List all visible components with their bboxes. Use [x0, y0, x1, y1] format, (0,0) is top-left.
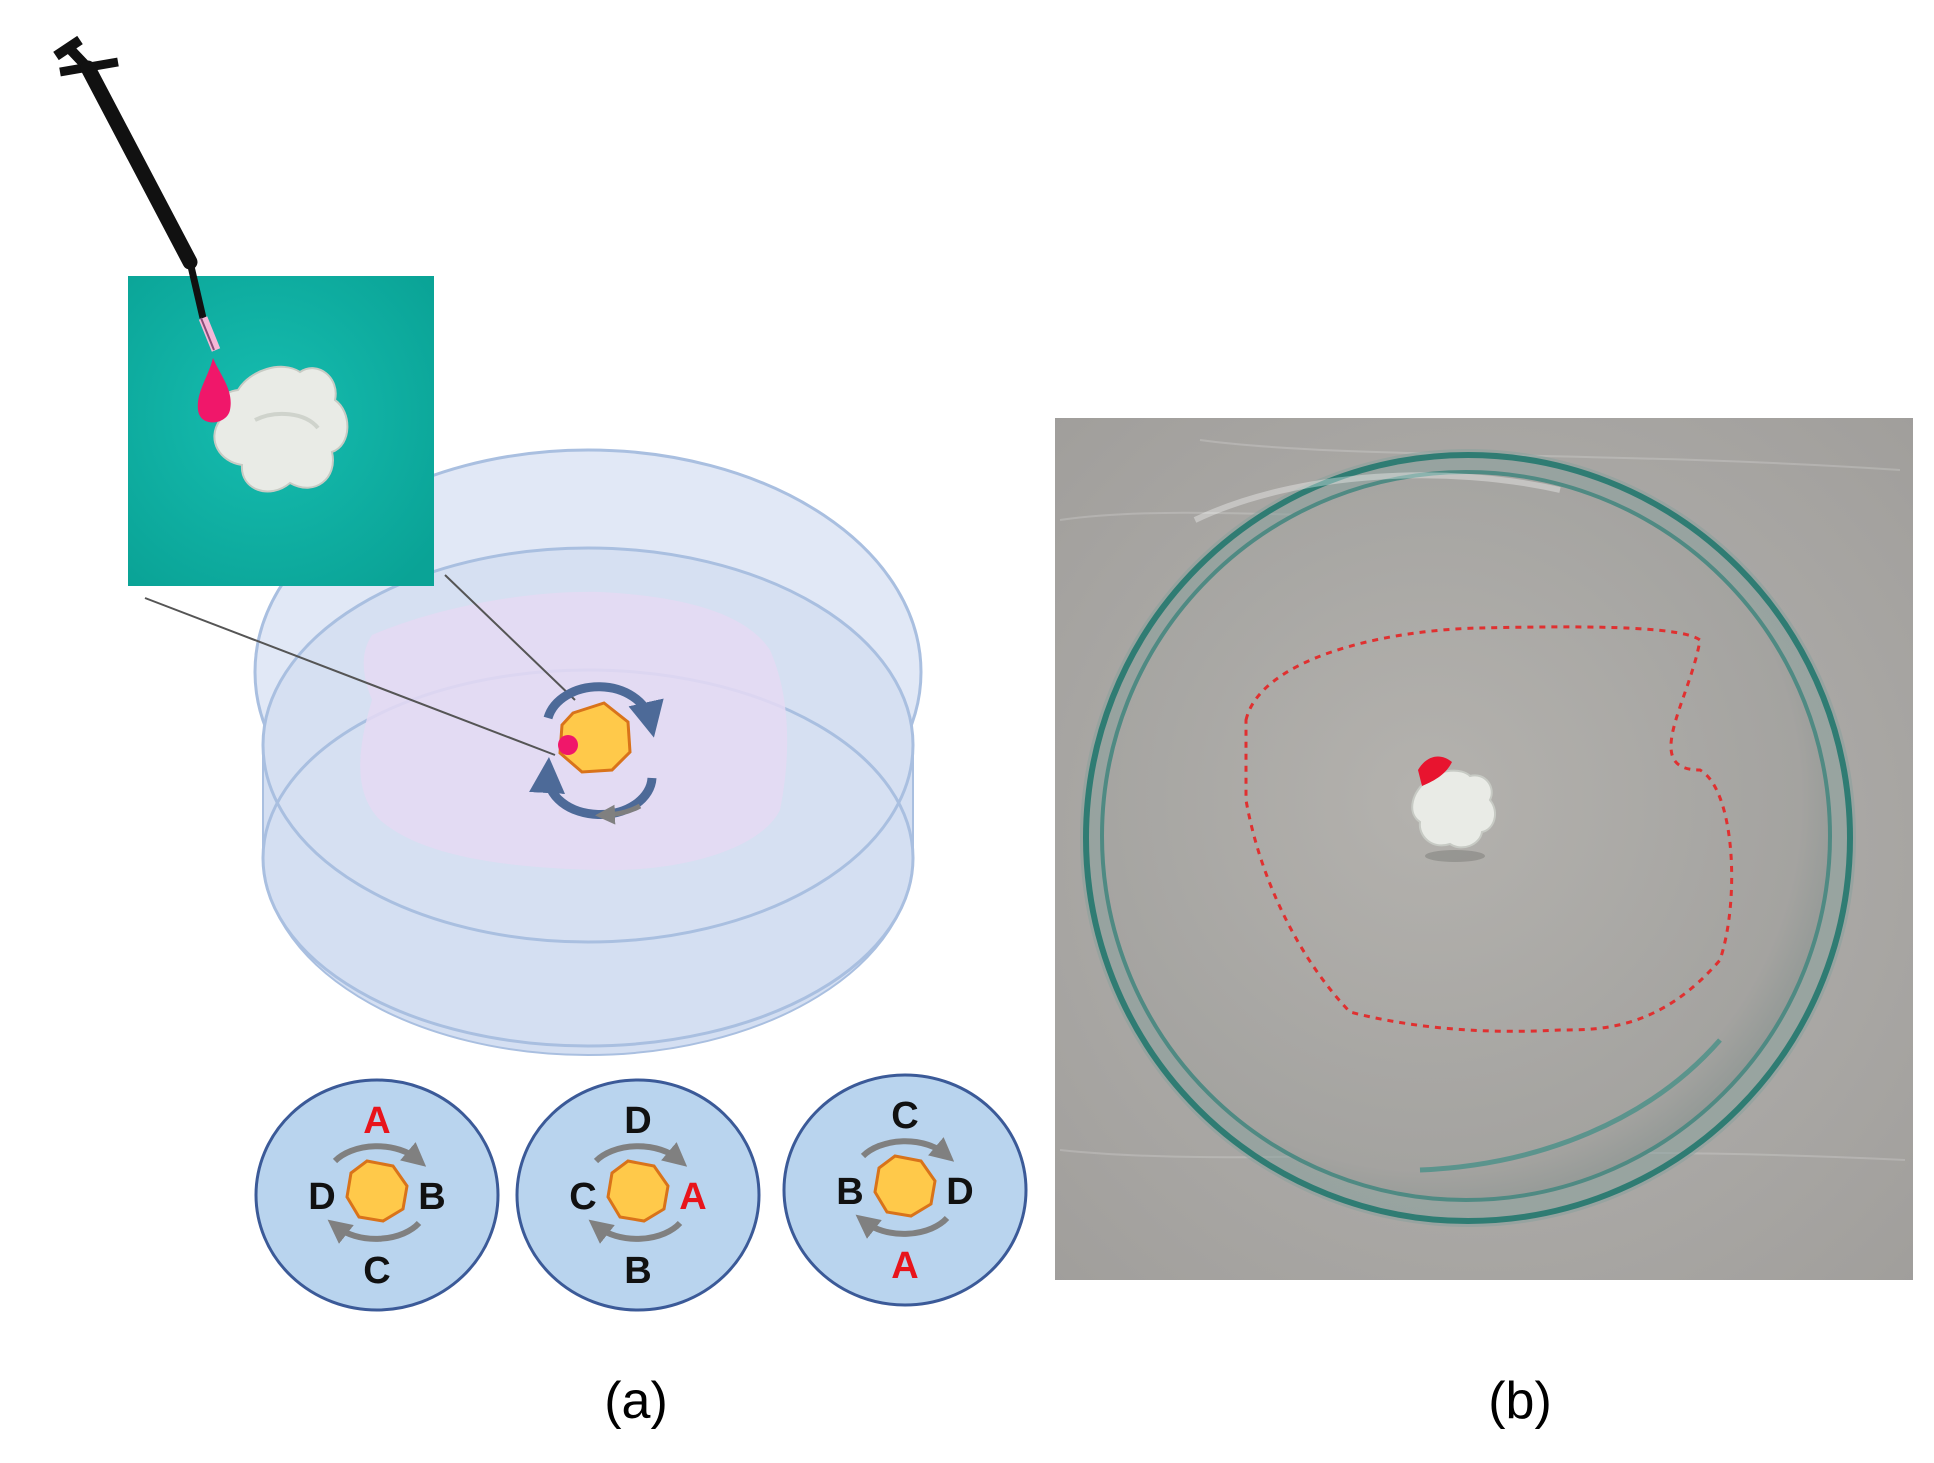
- sample-block: [873, 1154, 937, 1218]
- sample-block: [606, 1159, 670, 1223]
- face-label-bottom: B: [624, 1250, 651, 1292]
- rotation-arrow-lower: [588, 1219, 683, 1244]
- face-label-top: D: [624, 1100, 651, 1142]
- dye-drop: [197, 358, 231, 423]
- face-label-left: D: [308, 1176, 335, 1218]
- sample-block: [345, 1159, 409, 1223]
- panel-a-caption: (a): [604, 1372, 668, 1430]
- diffusion-boundary: [1244, 625, 1734, 1033]
- rotation-arrow-upper: [332, 1142, 427, 1167]
- leader-line-2: [444, 574, 576, 701]
- face-label-right: A: [679, 1176, 706, 1218]
- face-label-right: B: [418, 1176, 445, 1218]
- face-label-bottom: A: [891, 1245, 918, 1287]
- rotation-arrow-top: [543, 682, 664, 738]
- sample-in-dish: [529, 682, 664, 825]
- sample-inset-photo: [128, 276, 434, 586]
- rotation-arrow-upper: [593, 1142, 688, 1167]
- cross-shaped-sample: [213, 365, 349, 493]
- sample-photo: [1411, 756, 1497, 862]
- pipette-icon: [53, 35, 221, 352]
- panel-b-caption: (b): [1488, 1372, 1552, 1430]
- face-label-left: C: [569, 1176, 596, 1218]
- rotation-arrow-lower: [855, 1214, 950, 1239]
- leader-line-1: [144, 597, 556, 756]
- rotation-arrow-upper: [860, 1137, 955, 1162]
- face-label-bottom: C: [363, 1250, 390, 1292]
- face-label-left: B: [836, 1171, 863, 1213]
- sample-block: [558, 701, 632, 774]
- rotation-arrow-lower: [327, 1219, 422, 1244]
- face-label-right: D: [946, 1171, 973, 1213]
- face-label-top: A: [363, 1100, 390, 1142]
- face-label-top: C: [891, 1095, 918, 1137]
- dye-drop-on-sample: [558, 735, 578, 755]
- panel-b: (b): [1055, 418, 1913, 1430]
- rotation-arrow-tip-gray-1: [595, 803, 642, 825]
